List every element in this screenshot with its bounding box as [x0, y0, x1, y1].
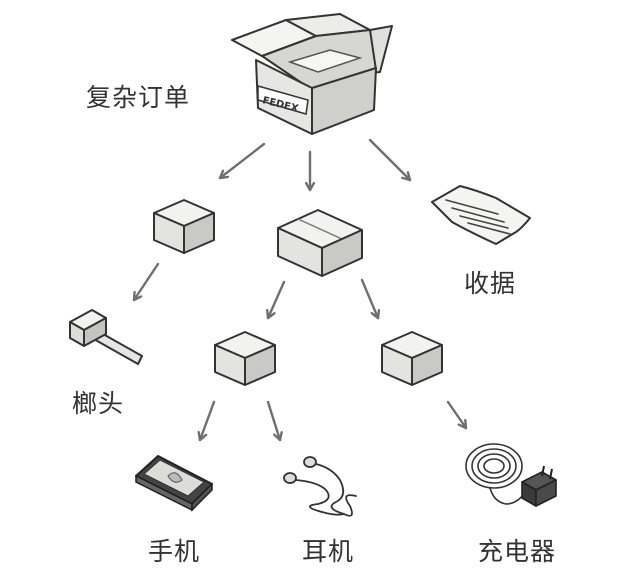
edge-large-box-to-box-b [360, 278, 378, 320]
edge-box-b-to-charger [446, 400, 468, 430]
edge-root-to-receipt [368, 138, 412, 182]
tree-edges [132, 138, 468, 442]
hammer-icon [69, 309, 143, 365]
hammer-label: 榔头 [72, 389, 125, 418]
root-label: 复杂订单 [86, 83, 191, 112]
box-large-icon [277, 209, 363, 277]
edge-large-box-to-box-a [268, 280, 286, 320]
earphones-icon [283, 456, 357, 517]
charger-icon [465, 443, 557, 507]
charger-label: 充电器 [478, 537, 557, 566]
fedex-box-icon: FEDEX [231, 13, 393, 135]
box-small-icon [153, 199, 215, 254]
receipt-label: 收据 [464, 269, 517, 298]
phone-label: 手机 [148, 537, 201, 566]
edge-box-a-to-phone [200, 400, 216, 442]
earphones-label: 耳机 [302, 537, 355, 566]
box-small-icon [381, 331, 443, 386]
receipt-icon [431, 185, 531, 245]
box-small-icon [214, 331, 276, 386]
edge-box-to-hammer [132, 262, 160, 302]
edge-box-a-to-earphones [266, 400, 280, 442]
edge-root-to-box [218, 142, 266, 180]
phone-icon [135, 455, 213, 512]
